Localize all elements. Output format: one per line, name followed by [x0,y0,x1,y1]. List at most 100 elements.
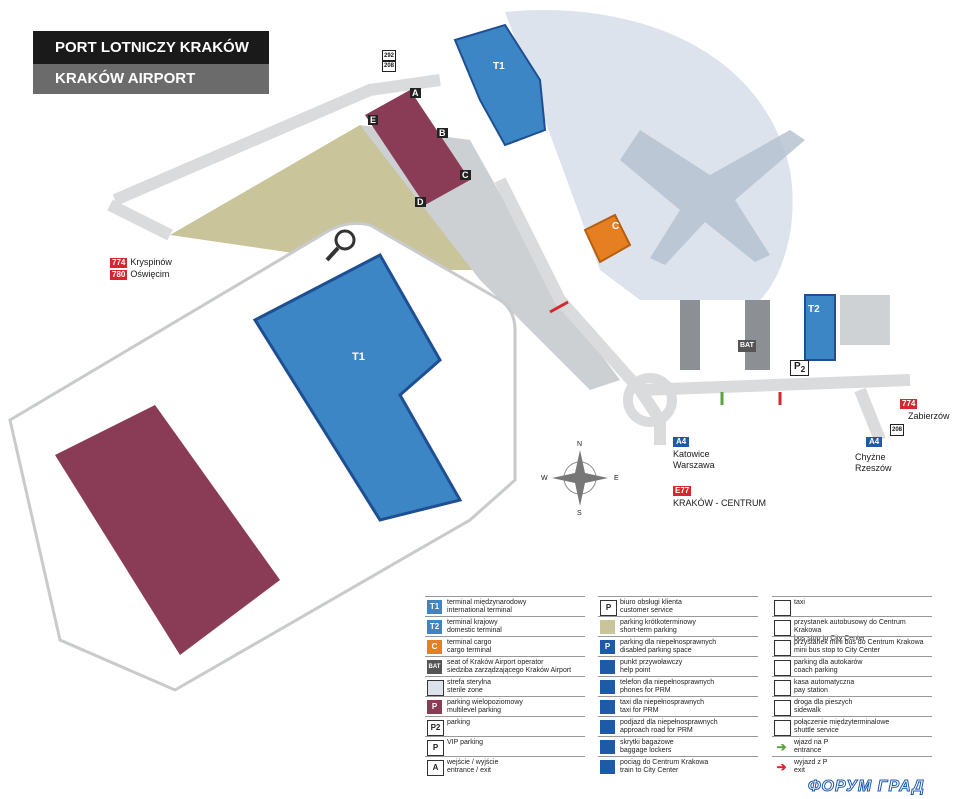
label-t1-top: T1 [493,61,505,72]
road-a4-east: A4 [866,436,883,447]
legend-icon [600,700,615,714]
compass-s: S [577,510,582,517]
legend-label: wejście / wyjście [447,759,499,766]
legend-label: strefa sterylna [447,679,491,686]
road-e77-name: KRAKÓW - CENTRUM [673,498,766,508]
legend-icon: T1 [427,600,442,614]
legend-label: skrytki bagażowe [620,739,674,746]
bus-number: 292 [382,50,397,62]
compass-w: W [541,475,548,482]
legend-label: telefon dla niepełnosprawnych [620,679,715,686]
legend-label-en: exit [794,767,805,774]
legend-label: taxi [794,599,805,606]
legend-icon [600,760,615,774]
legend-label: kasa automatyczna [794,679,855,686]
legend-label: parking wielopoziomowy [447,699,523,706]
compass-n: N [577,441,583,448]
magnifier-icon [334,229,356,251]
legend-label: punkt przywoławczy [620,659,683,666]
bus-number: 208 [382,60,397,72]
label-p2: P2 [790,360,810,376]
legend-label-en: approach road for PRM [620,727,693,734]
road-a4-south: A4 [673,436,690,447]
exit-arrow-icon [549,300,569,314]
legend-icon: BAT [427,660,442,674]
gate-d: D [415,197,426,207]
legend-row: przystanek autobusowy do Centrum Krakowa… [772,616,932,642]
legend-label-en: sidewalk [794,707,821,714]
bus-number: 208 [890,424,905,436]
legend-label-en: customer service [620,607,673,614]
legend-label-en: short-term parking [620,627,677,634]
legend-label: podjazd dla niepełnosprawnych [620,719,718,726]
label-bat: BAT [738,340,756,352]
legend-label: terminal cargo [447,639,492,646]
legend-label-en: domestic terminal [447,627,502,634]
legend-label-en: entrance [794,747,822,754]
legend-icon: P [427,740,444,756]
legend-label-en: cargo terminal [447,647,492,654]
legend-label-en: coach parking [794,667,838,674]
t2-parking [840,295,890,345]
legend-label: droga dla pieszych [794,699,853,706]
legend-label-en: shuttle service [794,727,839,734]
legend-label: parking dla autokarów [794,659,863,666]
road-a4-east-name2: Rzeszów [855,463,892,473]
legend-icon: ➔ [776,740,787,754]
road-774-right-name: Zabierzów [908,411,950,421]
legend-label-en: bus stop to City Center [794,635,866,642]
legend-icon [600,740,615,754]
legend-icon: C [427,640,442,654]
legend-label: wyjazd z P [794,759,828,766]
legend-label: wjazd na P [794,739,829,746]
legend-label: terminal międzynarodowy [447,599,527,606]
stand-2 [745,300,770,370]
legend-label-en: disabled parking space [620,647,692,654]
label-t1-inset: T1 [352,351,365,363]
inset-multilevel-parking [55,405,280,655]
legend-label: połączenie międzyterminalowe [794,719,890,726]
multilevel-parking-top [365,90,470,205]
legend-icon [600,660,615,674]
legend-label-en: mini bus stop to City Center [794,647,880,654]
legend-label-en: pay station [794,687,828,694]
inset-terminal-t1 [252,253,463,522]
legend-icon: P [600,640,615,654]
legend-label-en: international terminal [447,607,512,614]
terminal-t2 [804,294,836,361]
legend-label: przystanek mini bus do Centrum Krakowa [794,639,924,646]
legend-icon [774,620,791,636]
legend-icon: P2 [427,720,444,736]
gate-b: B [437,128,448,138]
legend-label-en: taxi for PRM [620,707,659,714]
label-cargo: C [612,221,620,232]
legend-label: taxi dla niepełnosprawnych [620,699,705,706]
cargo-terminal [583,213,632,264]
legend-icon [774,720,791,736]
roundabout [623,373,677,427]
legend-label: parking krótkoterminowy [620,619,696,626]
legend-label-en: train to City Center [620,767,679,774]
watermark: ФОРУМ ГРАД [807,778,925,796]
road-a4-east-name1: Chyżne [855,452,886,462]
legend-icon: P [427,700,442,714]
